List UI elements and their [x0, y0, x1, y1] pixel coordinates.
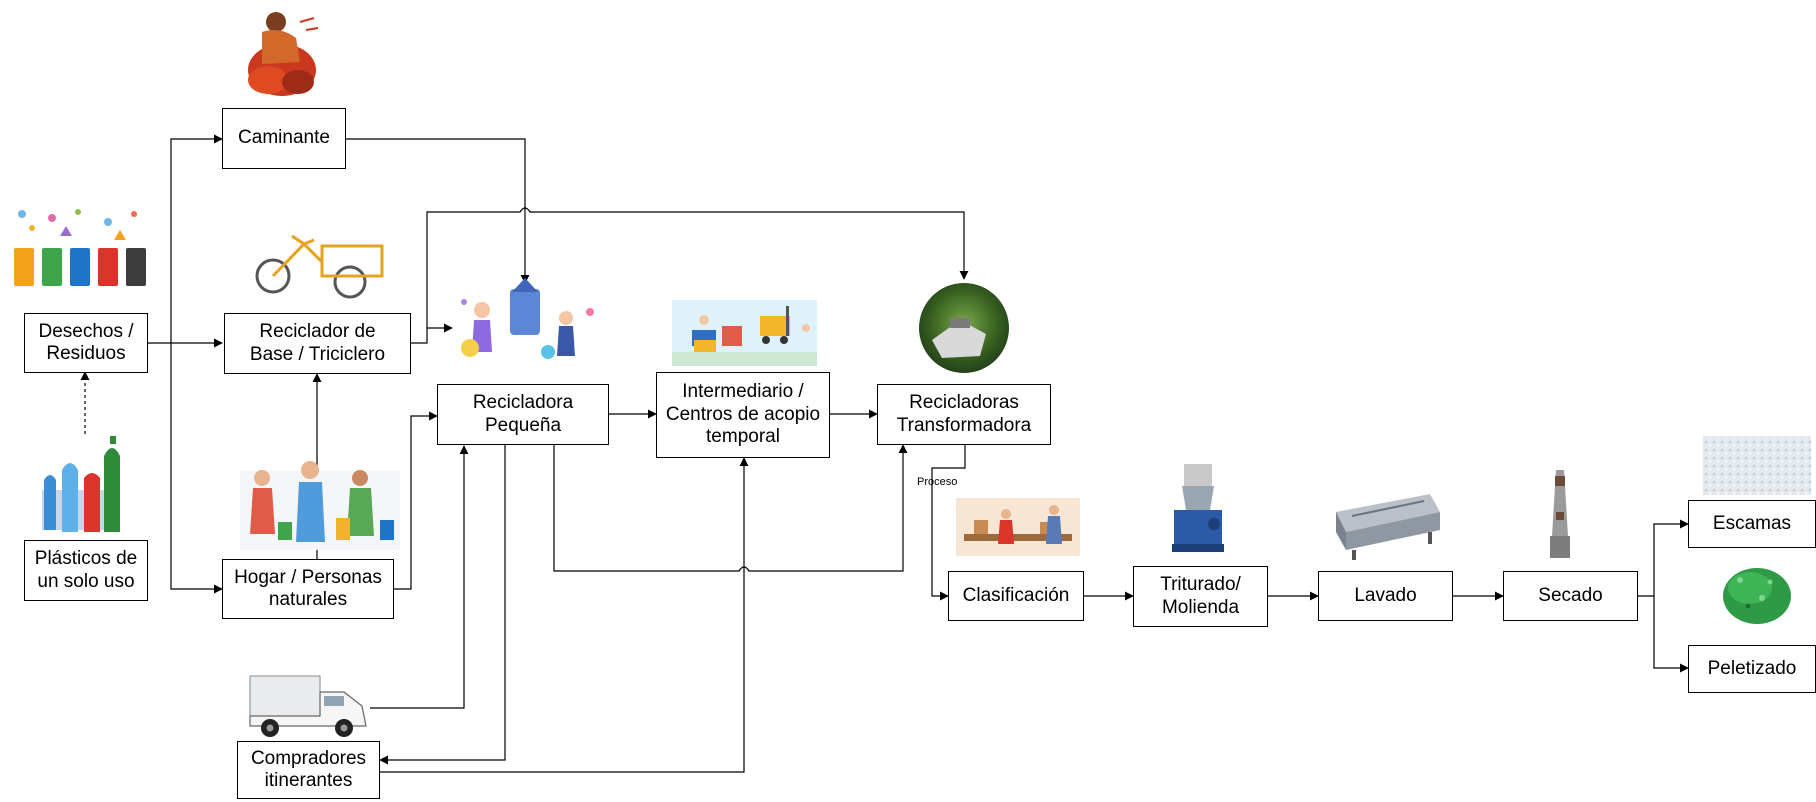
node-intermediario: Intermediario / Centros de acopio tempor… — [656, 372, 830, 458]
node-lavado: Lavado — [1318, 571, 1453, 621]
edge-label-proceso: Proceso — [917, 476, 958, 488]
node-secado: Secado — [1503, 571, 1638, 621]
edge-recicladora-transformadora — [553, 444, 908, 572]
node-clasificacion: Clasificación — [948, 571, 1084, 621]
washing-tank-icon — [1336, 494, 1440, 560]
edge-desechos-caminante — [170, 134, 223, 343]
node-reciclador-base: Reciclador de Base / Triciclero — [224, 313, 411, 374]
edge-compradores-recicladora — [370, 445, 469, 709]
sorting-line-icon — [956, 498, 1080, 556]
edge-recicladora-compradores — [379, 445, 506, 765]
plastic-machine-icon — [919, 283, 1009, 373]
recycling-people-icon — [461, 278, 594, 359]
shredder-icon — [1172, 464, 1224, 552]
pickup-truck-icon — [249, 675, 367, 737]
edge-hogar-recicladora — [394, 411, 438, 590]
forklift-depot-icon — [672, 300, 817, 366]
households-icon — [240, 461, 400, 550]
edge-reciclador-recicladora — [411, 323, 453, 344]
connectors — [80, 134, 1689, 773]
node-desechos: Desechos / Residuos — [24, 313, 148, 373]
node-compradores: Compradores itinerantes — [237, 741, 380, 799]
node-recicladoras-transformadora: Recicladoras Transformadora — [877, 384, 1051, 445]
node-escamas: Escamas — [1688, 500, 1816, 548]
node-recicladora-pequena: Recicladora Pequeña — [437, 384, 609, 445]
edge-secado-escamas — [1638, 519, 1689, 597]
node-caminante: Caminante — [222, 108, 346, 169]
edge-secado-peletizado — [1653, 596, 1689, 673]
edge-transformadora-clasificacion — [931, 445, 966, 601]
edge-caminante-recicladora — [346, 138, 530, 284]
node-plasticos: Plásticos de un solo uso — [24, 540, 148, 601]
recycling-bins-icon — [14, 209, 146, 286]
edge-reciclador-transformadora — [426, 207, 969, 328]
edge-compradores-intermediario — [380, 457, 749, 773]
node-peletizado: Peletizado — [1688, 645, 1816, 693]
pellets-icon — [1723, 568, 1791, 624]
node-hogar: Hogar / Personas naturales — [222, 559, 394, 619]
dryer-icon — [1550, 470, 1570, 558]
waste-collector-icon — [248, 12, 319, 96]
edge-desechos-hogar — [170, 343, 223, 594]
plastic-bottles-icon — [42, 436, 120, 532]
node-triturado: Triturado/ Molienda — [1133, 566, 1268, 627]
flakes-icon — [1703, 436, 1811, 495]
cargo-tricycle-icon — [255, 234, 384, 299]
